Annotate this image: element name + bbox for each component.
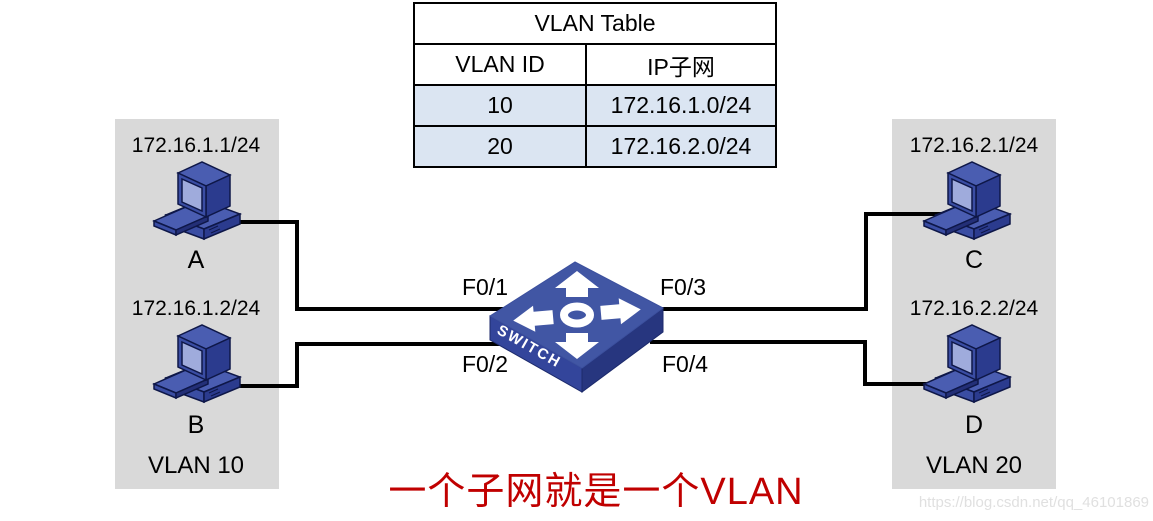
port-f01-label: F0/1 bbox=[461, 274, 508, 300]
host-b-name: B bbox=[187, 411, 205, 439]
host-a-ip: 172.16.1.1/24 bbox=[131, 134, 261, 157]
vlan10-label: VLAN 10 bbox=[147, 452, 245, 479]
vlan-table-title-row: VLAN Table bbox=[413, 2, 777, 45]
host-c-ip: 172.16.2.1/24 bbox=[909, 134, 1039, 157]
vlan-table-col-ip-subnet: IP子网 bbox=[585, 43, 777, 86]
wire-a-f01 bbox=[230, 220, 505, 311]
caption-text: 一个子网就是一个VLAN bbox=[388, 471, 804, 513]
ip-subnet-cell: 172.16.1.0/24 bbox=[585, 84, 777, 127]
vlan-table-col-vlan-id: VLAN ID bbox=[413, 43, 587, 86]
pc-icon-c bbox=[923, 161, 1011, 240]
pc-icon-b bbox=[153, 324, 241, 403]
vlan-table-header-row: VLAN ID IP子网 bbox=[413, 43, 777, 86]
ip-subnet-cell: 172.16.2.0/24 bbox=[585, 125, 777, 168]
vlan-table-row-20: 20 172.16.2.0/24 bbox=[413, 125, 777, 168]
vlan20-label: VLAN 20 bbox=[925, 452, 1023, 479]
host-a-name: A bbox=[187, 246, 205, 274]
vlan-table: VLAN Table VLAN ID IP子网 10 172.16.1.0/24… bbox=[413, 2, 777, 168]
pc-icon-d bbox=[923, 324, 1011, 403]
port-f04-label: F0/4 bbox=[662, 351, 709, 377]
vlan-table-title: VLAN Table bbox=[413, 2, 777, 45]
port-f02-label: F0/2 bbox=[461, 351, 508, 377]
wire-b-f02 bbox=[230, 342, 505, 388]
host-b-ip: 172.16.1.2/24 bbox=[131, 297, 261, 320]
host-d-name: D bbox=[964, 411, 984, 439]
port-f03-label: F0/3 bbox=[660, 274, 707, 300]
wire-c-f03 bbox=[650, 212, 944, 311]
pc-icon-a bbox=[153, 161, 241, 240]
vlan-id-cell: 10 bbox=[413, 84, 587, 127]
host-c-name: C bbox=[964, 246, 984, 274]
wire-d-f04 bbox=[650, 340, 944, 386]
wires bbox=[230, 212, 944, 388]
switch-icon: SWITCH bbox=[489, 261, 664, 393]
vlan-table-row-10: 10 172.16.1.0/24 bbox=[413, 84, 777, 127]
vlan-id-cell: 20 bbox=[413, 125, 587, 168]
watermark-text: https://blog.csdn.net/qq_46101869 bbox=[918, 494, 1149, 511]
switch-arrows-icon bbox=[513, 271, 641, 359]
host-d-ip: 172.16.2.2/24 bbox=[909, 297, 1039, 320]
